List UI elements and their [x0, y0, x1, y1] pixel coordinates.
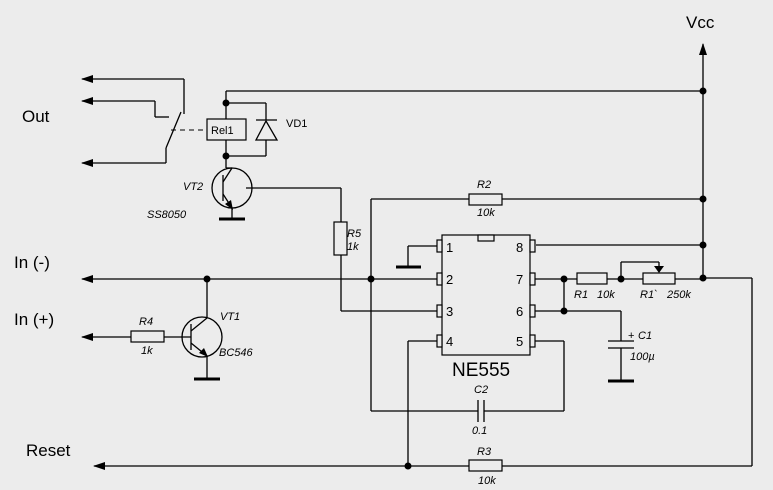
- c1-polarity: +: [628, 330, 634, 342]
- capacitor-c2: [371, 340, 565, 422]
- r5-value: 1k: [347, 241, 359, 253]
- r4-value: 1k: [141, 345, 153, 357]
- pin-6-label: 6: [516, 304, 523, 319]
- capacitor-c1: [535, 279, 634, 383]
- resistor-r2: [370, 193, 503, 411]
- diode-vd1: [226, 102, 279, 157]
- r2-label: R2: [477, 179, 491, 191]
- vcc-label: Vcc: [686, 13, 715, 32]
- relay-label: Rel1: [211, 125, 234, 137]
- ne555-ic: [436, 234, 536, 356]
- r5-label: R5: [347, 228, 362, 240]
- resistor-r4: [81, 330, 165, 343]
- pin-8-label: 8: [516, 240, 523, 255]
- c1-value: 100µ: [630, 351, 655, 363]
- r1p-label: R1`: [640, 289, 658, 301]
- transistor-vt2: [211, 167, 342, 222]
- r4-label: R4: [139, 316, 153, 328]
- r2-value: 10k: [477, 207, 495, 219]
- timing-resistors: [535, 261, 703, 285]
- vt2-part-label: SS8050: [147, 209, 187, 221]
- c2-label: C2: [474, 384, 488, 396]
- ic-label: NE555: [452, 360, 510, 381]
- pin-5-label: 5: [516, 334, 523, 349]
- pin-3-label: 3: [446, 304, 453, 319]
- r1-label: R1: [574, 289, 588, 301]
- r3-value: 10k: [478, 475, 496, 487]
- in-plus-label: In (+): [14, 310, 54, 329]
- vt1-part-label: BC546: [219, 347, 254, 359]
- relay-contacts: [81, 75, 207, 167]
- pin-2-label: 2: [446, 272, 453, 287]
- r3-label: R3: [477, 446, 492, 458]
- junctions: [203, 87, 707, 470]
- transistor-vt1: [164, 279, 223, 381]
- c2-value: 0.1: [472, 425, 487, 437]
- r1-value: 10k: [597, 289, 615, 301]
- vcc-rail: [226, 43, 753, 466]
- in-minus-label: In (-): [14, 253, 50, 272]
- out-label: Out: [22, 107, 50, 126]
- reset-label: Reset: [26, 441, 71, 460]
- vt1-label: VT1: [220, 311, 240, 323]
- pin-4-label: 4: [446, 334, 453, 349]
- pin-1-label: 1: [446, 240, 453, 255]
- relay-coil: [206, 91, 247, 168]
- r1p-value: 250k: [666, 289, 691, 301]
- resistor-r5: [333, 221, 437, 312]
- vd1-label: VD1: [286, 118, 307, 130]
- vt2-label: VT2: [183, 181, 203, 193]
- pin-7-label: 7: [516, 272, 523, 287]
- c1-label: C1: [638, 330, 652, 342]
- pin1-ground: [396, 245, 437, 269]
